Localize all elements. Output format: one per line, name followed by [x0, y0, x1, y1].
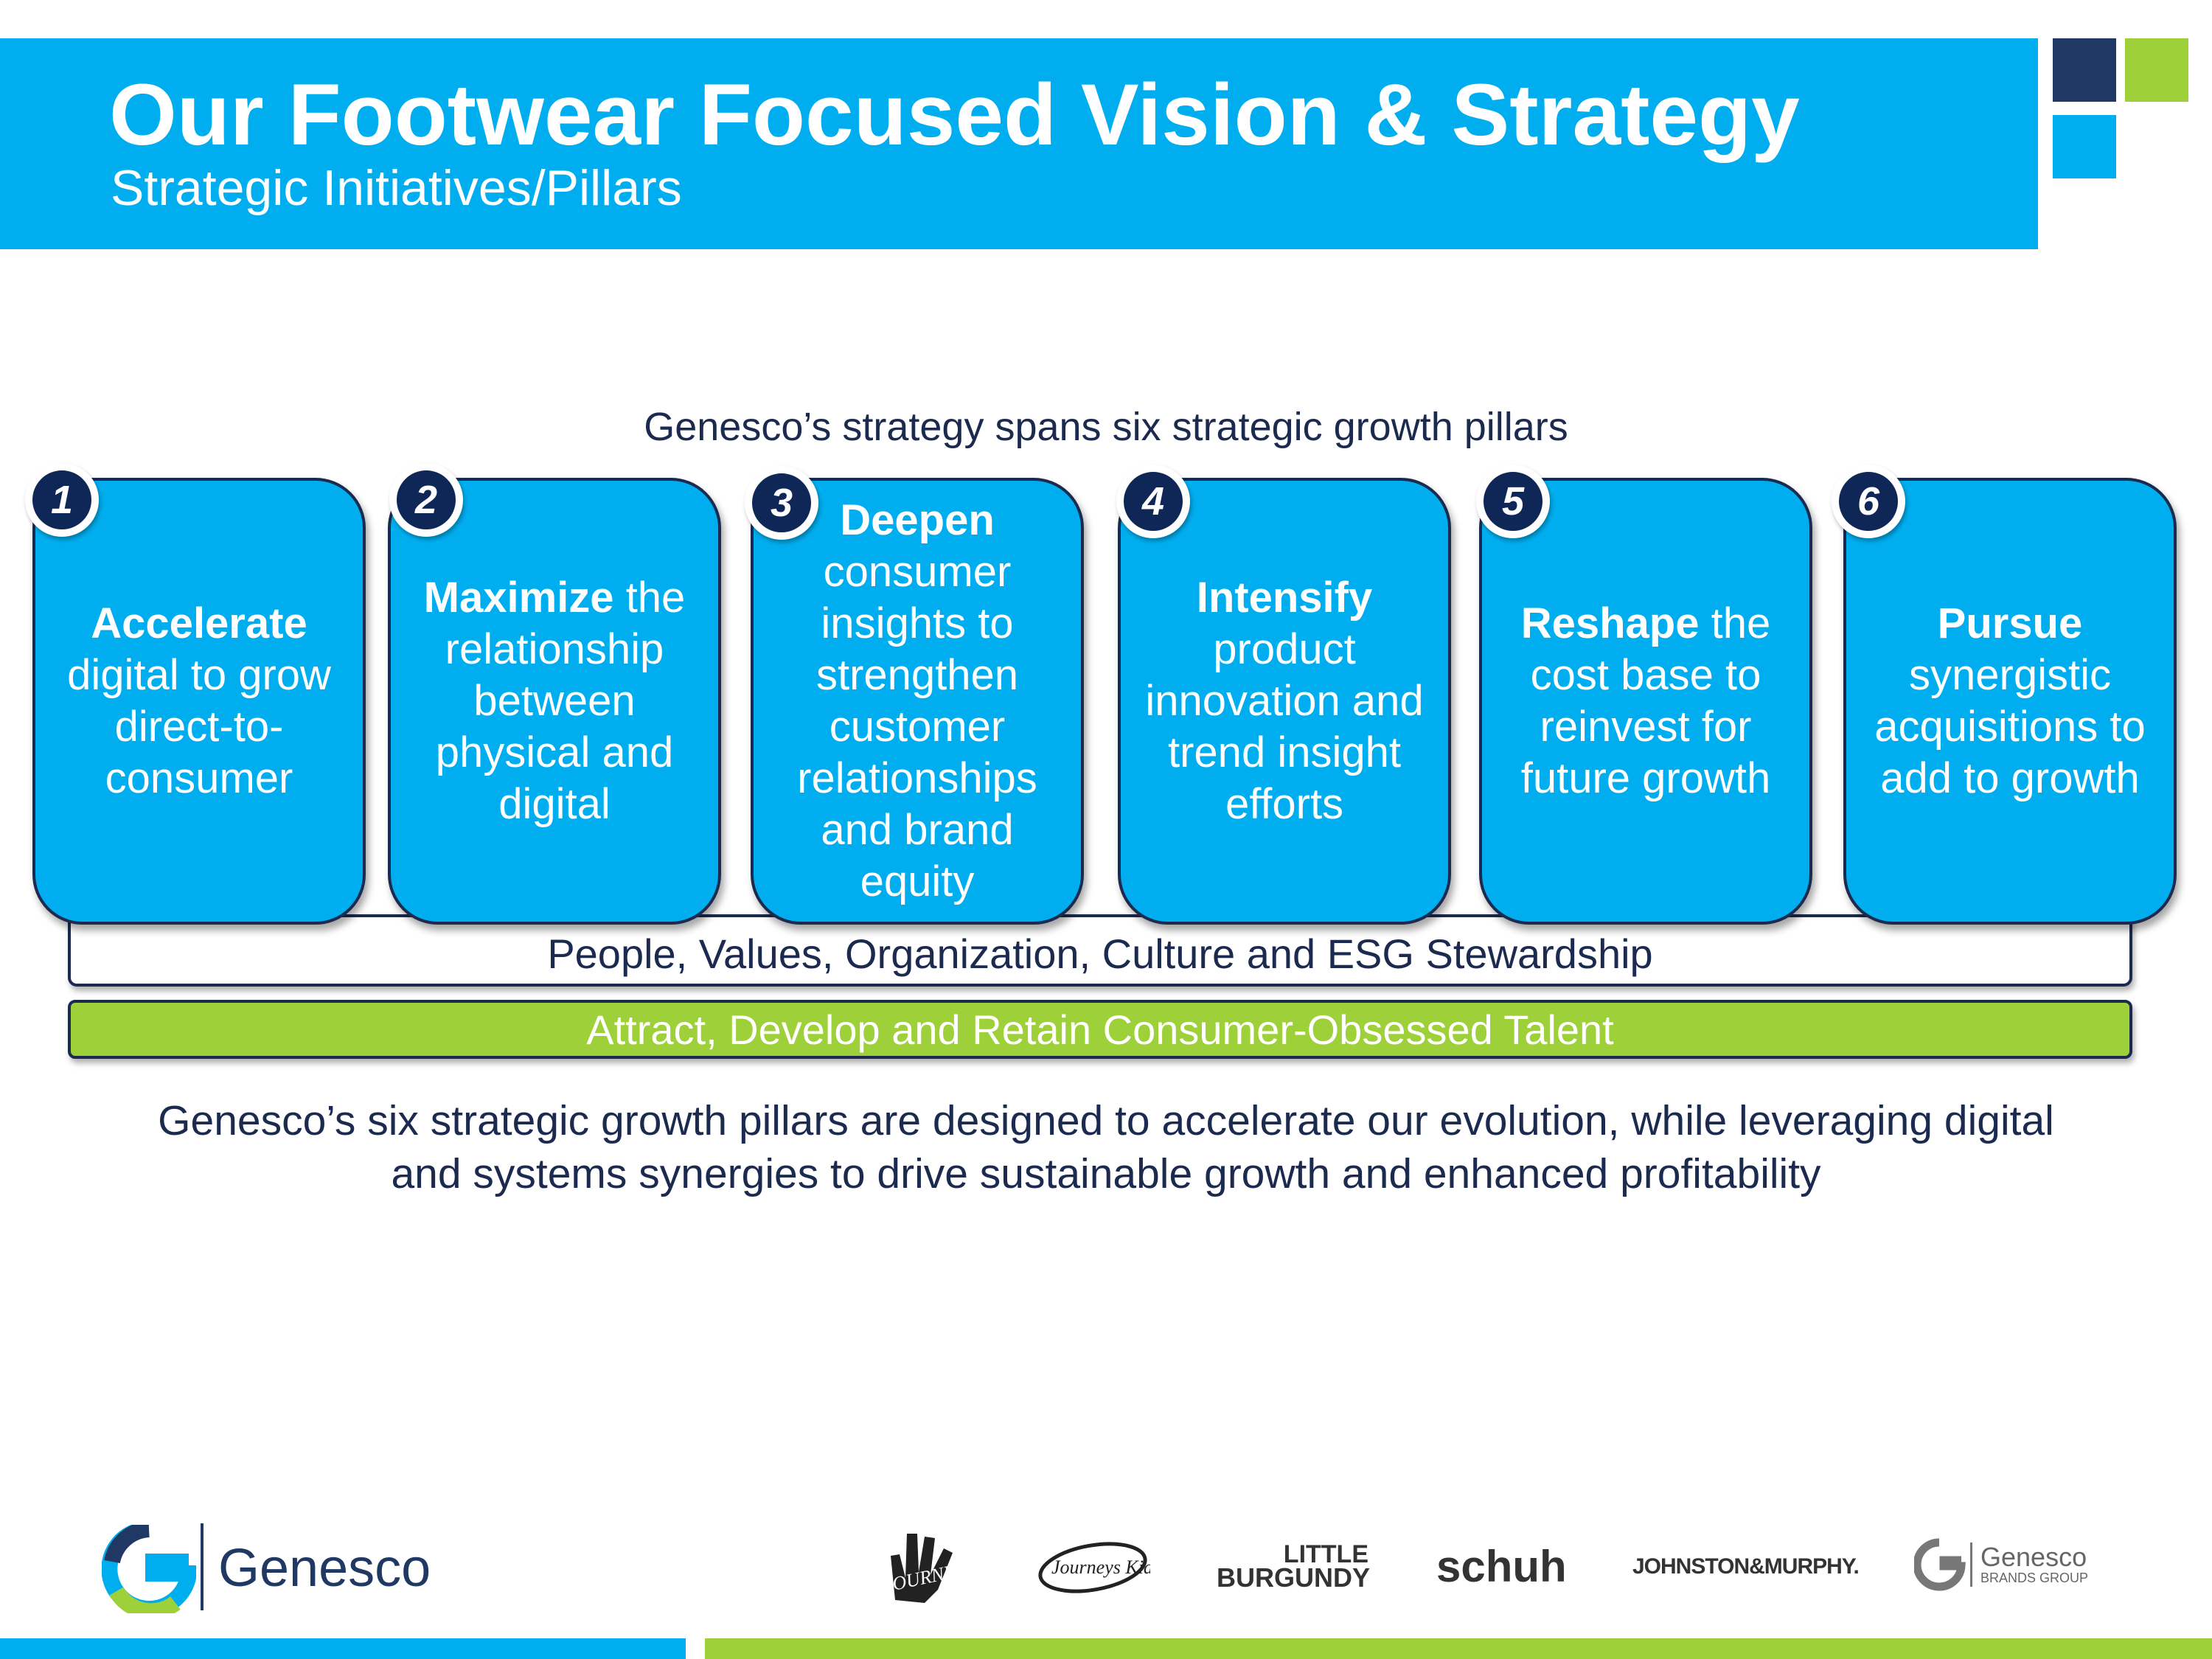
page-subtitle: Strategic Initiatives/Pillars: [111, 160, 682, 216]
footer-bar-blue: [0, 1638, 686, 1659]
summary-line-2: and systems synergies to drive sustainab…: [391, 1150, 1821, 1197]
pillar-number-badge: 5: [1476, 465, 1550, 538]
pillar-description: consumer insights to strengthen customer…: [797, 548, 1037, 905]
pillar-keyword: Deepen: [840, 496, 995, 544]
pillar-number-badge: 4: [1116, 465, 1190, 538]
pillar-description: the relationship between physical and di…: [435, 574, 686, 828]
decor-square-navy: [2053, 38, 2116, 102]
journeys-kidz-logo: Journeys Kidz: [1035, 1538, 1161, 1597]
genesco-brands-group-logo: Genesco BRANDS GROUP: [1913, 1538, 2106, 1591]
journeys-logo: JOURNEYS: [873, 1526, 977, 1607]
people-values-label: People, Values, Organization, Culture an…: [547, 931, 1653, 977]
people-values-bar: People, Values, Organization, Culture an…: [68, 914, 2132, 987]
pillar-description: product innovation and trend insight eff…: [1145, 625, 1424, 828]
pillar-maximize: Maximize the relationship between physic…: [388, 478, 721, 925]
pillar-keyword: Intensify: [1196, 574, 1373, 622]
decor-square-blue: [2053, 115, 2116, 178]
talent-bar: Attract, Develop and Retain Consumer-Obs…: [68, 1000, 2132, 1059]
pillar-number-badge: 6: [1832, 465, 1905, 538]
little-burgundy-logo: LITTLE BURGUNDY: [1217, 1540, 1371, 1593]
pillar-description: synergistic acquisitions to add to growt…: [1874, 651, 2146, 802]
pillar-number-badge: 2: [389, 463, 463, 537]
pillar-description: digital to grow direct-to-consumer: [67, 651, 331, 802]
logo-divider: [201, 1523, 204, 1610]
intro-text: Genesco’s strategy spans six strategic g…: [644, 405, 1568, 449]
pillar-keyword: Accelerate: [91, 599, 307, 647]
talent-label: Attract, Develop and Retain Consumer-Obs…: [586, 1006, 1614, 1053]
genesco-logo-text: Genesco: [218, 1539, 431, 1598]
johnston-murphy-logo: JOHNSTON&MURPHY.: [1632, 1554, 1860, 1579]
svg-text:BRANDS GROUP: BRANDS GROUP: [1980, 1571, 2088, 1585]
pillar-keyword: Reshape: [1520, 599, 1700, 647]
pillar-reshape: Reshape the cost base to reinvest for fu…: [1479, 478, 1812, 925]
decor-square-green: [2125, 38, 2188, 102]
page-title: Our Footwear Focused Vision & Strategy: [109, 66, 1800, 164]
header-band: [0, 38, 2038, 249]
pillar-keyword: Maximize: [423, 574, 614, 622]
summary-text: Genesco’s six strategic growth pillars a…: [0, 1094, 2212, 1200]
svg-text:Genesco: Genesco: [1980, 1542, 2087, 1572]
footer-bar-green: [705, 1638, 2212, 1659]
genesco-logo-mark: [102, 1525, 196, 1613]
summary-line-1: Genesco’s six strategic growth pillars a…: [158, 1097, 2054, 1144]
svg-text:Journeys Kidz: Journeys Kidz: [1051, 1557, 1150, 1578]
pillar-number-badge: 3: [745, 466, 818, 540]
pillar-description: the cost base to reinvest for future gro…: [1520, 599, 1771, 802]
pillar-number-badge: 1: [25, 463, 99, 537]
schuh-logo: schuh: [1436, 1542, 1567, 1591]
pillar-keyword: Pursue: [1937, 599, 2083, 647]
